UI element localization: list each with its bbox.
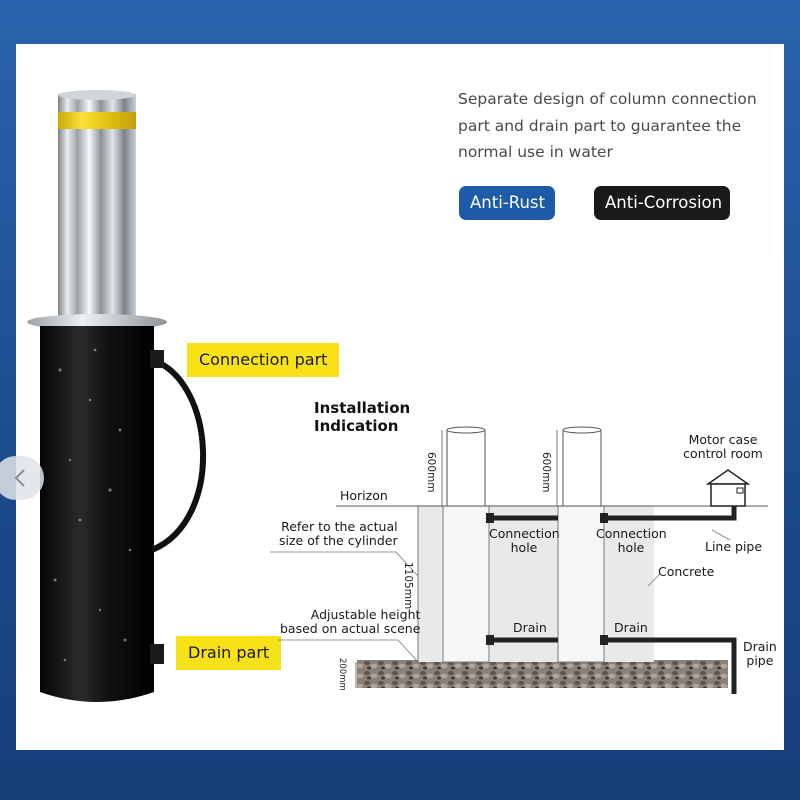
concrete-label: Concrete: [658, 564, 715, 579]
drain-label: Drain: [513, 620, 547, 635]
steel-column: [58, 94, 136, 320]
adjustable-label: Adjustable height based on actual scene: [280, 608, 420, 636]
gravel-bed: [357, 660, 728, 688]
connection-hole-line: Connection: [596, 526, 667, 541]
horizon-label: Horizon: [340, 488, 388, 503]
motor-case-line: control room: [683, 446, 763, 461]
connection-part-callout: Connection part: [187, 343, 340, 377]
depth-label: 1105mm: [402, 562, 414, 610]
chevron-left-icon: [14, 469, 25, 487]
drain-pipe-line: Drain: [743, 639, 777, 654]
diagram-title: Installation Indication: [314, 399, 410, 435]
description-line: normal use in water: [458, 143, 613, 161]
adjustable-label-line: Adjustable height: [310, 607, 421, 622]
height-label-left: 600mm: [425, 452, 437, 493]
prev-image-button[interactable]: [0, 456, 44, 500]
black-housing: [40, 326, 154, 702]
cable: [150, 357, 207, 553]
refer-label-line: size of the cylinder: [279, 533, 398, 548]
column-right: [562, 429, 602, 507]
reflective-band: [58, 112, 136, 129]
drain-part-callout: Drain part: [176, 636, 282, 670]
diagram-title-line: Installation: [314, 399, 411, 417]
motor-case-label: Motor case control room: [683, 433, 763, 461]
pit-left: [442, 505, 490, 663]
adjustable-label-line: based on actual scene: [280, 621, 421, 636]
pit-right: [557, 505, 605, 663]
connection-hole-label: Connection hole: [596, 526, 667, 555]
feature-description: Separate design of column connection par…: [458, 86, 778, 166]
refer-label: Refer to the actual size of the cylinder: [279, 520, 398, 548]
description-line: part and drain part to guarantee the: [458, 116, 742, 135]
drain-label: Drain: [614, 620, 648, 635]
line-pipe-label: Line pipe: [705, 539, 763, 554]
diagram-title-line: Indication: [314, 417, 399, 435]
height-label-right: 600mm: [540, 452, 552, 493]
connection-pipe: [489, 504, 737, 521]
drain-pipe-line: pipe: [746, 653, 774, 668]
refer-label-line: Refer to the actual: [281, 519, 398, 534]
connection-hole-line: hole: [510, 540, 538, 555]
motor-case-line: Motor case: [688, 432, 758, 447]
anti-rust-badge: Anti-Rust: [459, 186, 555, 220]
connection-hole-line: Connection: [489, 526, 560, 541]
column-left: [446, 429, 486, 507]
house-icon: [705, 469, 751, 507]
connection-hole-line: hole: [617, 540, 645, 555]
anti-corrosion-badge: Anti-Corrosion: [594, 186, 730, 220]
drain-pipe: [489, 637, 737, 694]
drain-pipe-label: Drain pipe: [743, 640, 777, 668]
connection-hole-label: Connection hole: [489, 526, 560, 555]
gravel-depth-label: 200mm: [337, 658, 347, 691]
description-line: Separate design of column connection: [458, 90, 757, 108]
